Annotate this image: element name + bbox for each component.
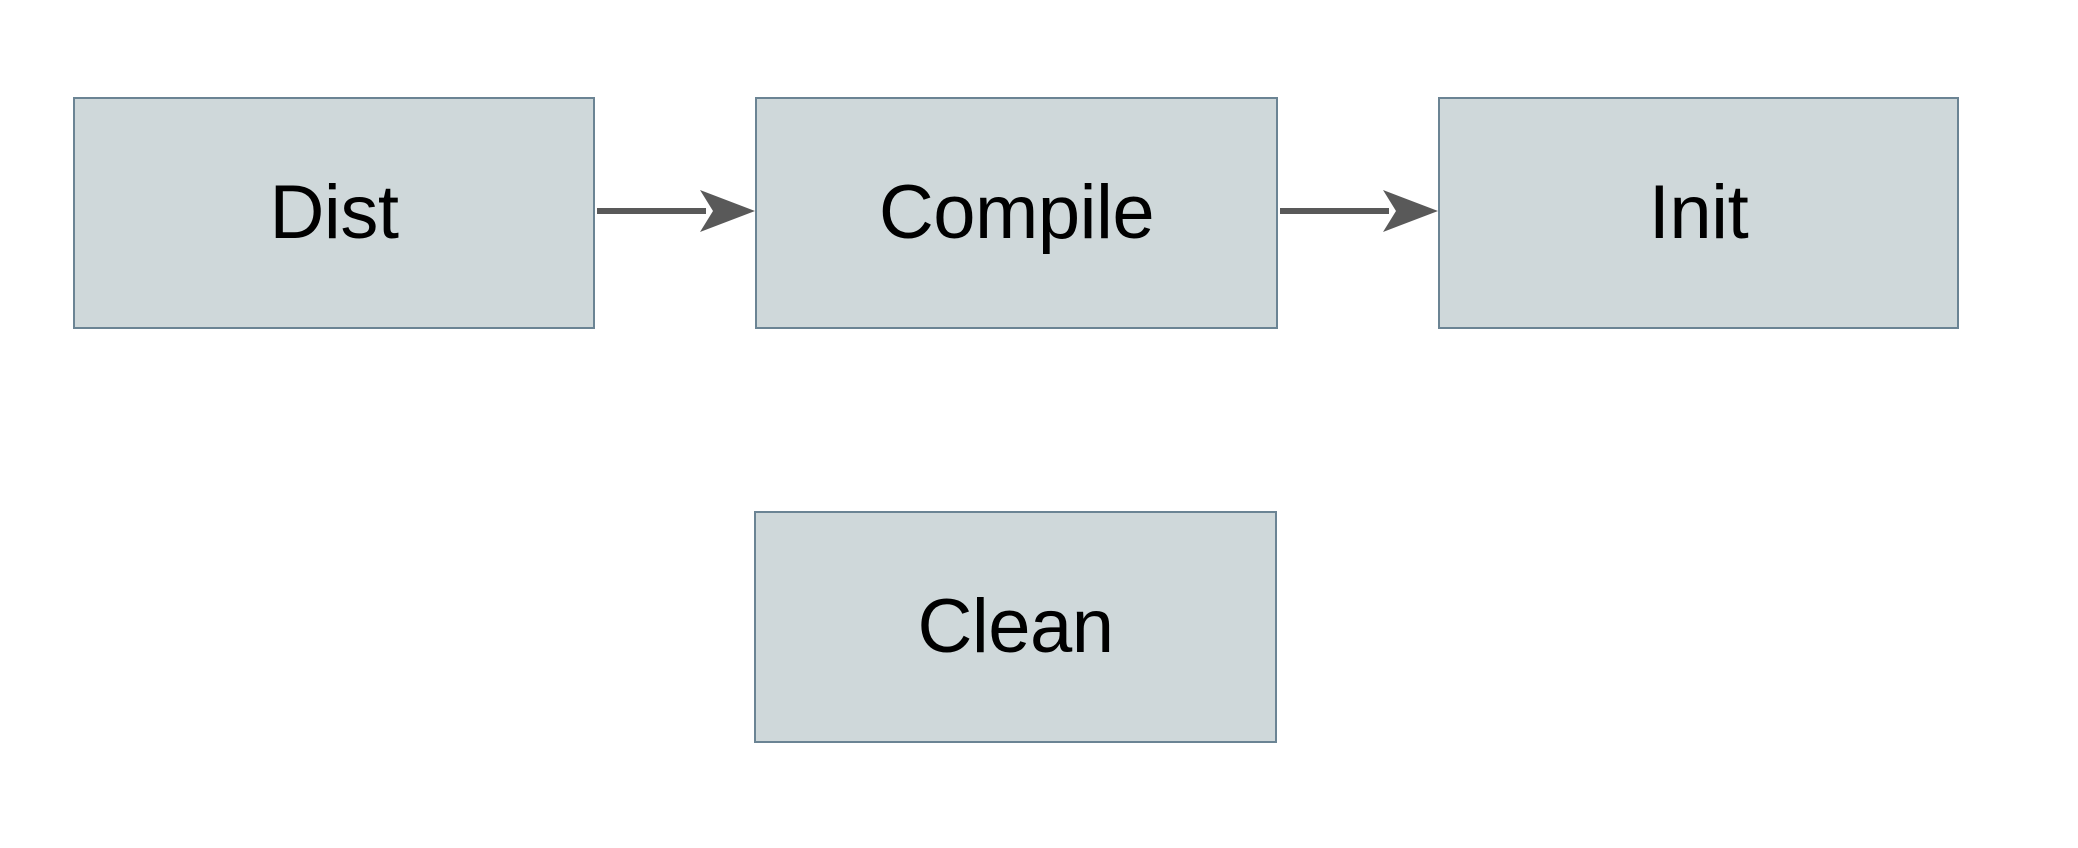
arrowhead-icon (700, 190, 755, 232)
edge-compile-to-init[interactable] (1280, 190, 1438, 232)
node-init[interactable]: Init (1438, 97, 1959, 329)
edge-dist-to-compile[interactable] (597, 190, 755, 232)
node-label: Clean (917, 584, 1114, 669)
node-compile[interactable]: Compile (755, 97, 1278, 329)
node-clean[interactable]: Clean (754, 511, 1277, 743)
node-dist[interactable]: Dist (73, 97, 595, 329)
node-label: Init (1648, 170, 1749, 255)
node-label: Dist (269, 170, 399, 255)
arrowhead-icon (1383, 190, 1438, 232)
node-label: Compile (878, 170, 1155, 255)
